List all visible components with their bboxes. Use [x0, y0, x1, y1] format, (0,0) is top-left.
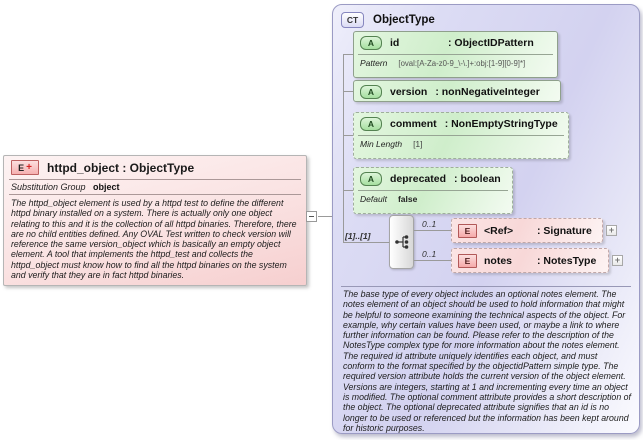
substitution-group-row: Substitution Group object	[4, 180, 306, 194]
element-badge-icon: E+	[11, 160, 39, 175]
connector-line	[343, 91, 353, 92]
expand-icon[interactable]: +	[612, 255, 623, 266]
ref-element-box[interactable]: E <Ref> : Signature	[451, 218, 603, 243]
facet-row: Default false	[354, 191, 512, 204]
attribute-type: : NonEmptyStringType	[444, 118, 558, 130]
child-occurrence: 0..1	[422, 249, 437, 259]
connector-line	[414, 230, 451, 231]
httpd-object-element-box[interactable]: E+ httpd_object : ObjectType Substitutio…	[3, 155, 307, 286]
child-element-type: : NotesType	[537, 254, 597, 267]
attribute-comment-box[interactable]: A comment : NonEmptyStringType Min Lengt…	[353, 112, 569, 159]
divider	[358, 135, 564, 136]
element-badge-icon: E	[458, 253, 477, 268]
plus-glyph: +	[614, 255, 621, 265]
collapse-icon[interactable]	[306, 211, 317, 222]
connector-line	[318, 216, 333, 217]
complex-type-badge-icon: CT	[341, 12, 364, 28]
attribute-badge-icon: A	[360, 36, 382, 50]
attribute-version-box[interactable]: A version : nonNegativeInteger	[353, 80, 561, 102]
complex-type-header: CT ObjectType	[341, 12, 435, 28]
facet-label: Pattern	[360, 58, 388, 68]
divider	[358, 190, 508, 191]
complex-type-documentation: The base type of every object includes a…	[343, 289, 631, 433]
attribute-name: version	[390, 86, 428, 98]
attribute-badge-icon: A	[360, 172, 382, 186]
substitution-group-value: object	[93, 182, 120, 192]
divider	[358, 54, 553, 55]
connector-line	[343, 54, 344, 243]
facet-value: false	[397, 194, 418, 204]
connector-line	[343, 242, 389, 243]
element-badge-icon: E	[458, 223, 477, 238]
attribute-id-box[interactable]: A id : ObjectIDPattern Pattern [oval:[A-…	[353, 31, 558, 78]
facet-value: [1]	[413, 139, 423, 149]
facet-label: Min Length	[360, 139, 403, 149]
complex-type-title: ObjectType	[373, 14, 435, 26]
substitution-plus-icon: +	[26, 162, 32, 173]
notes-element-box[interactable]: E notes : NotesType	[451, 248, 609, 273]
element-title: httpd_object : ObjectType	[47, 160, 195, 175]
attribute-name: deprecated	[390, 173, 447, 185]
divider	[9, 194, 301, 195]
attribute-row: A comment : NonEmptyStringType	[354, 113, 568, 135]
minus-icon	[309, 216, 314, 217]
attribute-deprecated-box[interactable]: A deprecated : boolean Default false	[353, 167, 513, 214]
connector-line	[343, 135, 353, 136]
divider	[341, 286, 631, 287]
facet-label: Default	[360, 194, 387, 204]
facet-value: [oval:[A-Za-z0-9_\-\.]+:obj:[1-9][0-9]*]	[398, 58, 526, 68]
child-element-name: notes	[484, 254, 513, 267]
divider	[9, 179, 301, 180]
attribute-type: : boolean	[454, 173, 501, 185]
element-documentation: The httpd_object element is used by a ht…	[11, 198, 297, 281]
attribute-name: comment	[390, 118, 437, 130]
connector-line	[343, 54, 353, 55]
sequence-icon	[394, 235, 408, 249]
substitution-group-label: Substitution Group	[11, 182, 86, 192]
attribute-badge-icon: A	[360, 85, 382, 99]
child-element-type: : Signature	[537, 224, 592, 237]
facet-row: Min Length [1]	[354, 136, 568, 149]
facet-row: Pattern [oval:[A-Za-z0-9_\-\.]+:obj:[1-9…	[354, 55, 557, 68]
attribute-badge-icon: A	[360, 117, 382, 131]
element-header: E+ httpd_object : ObjectType	[4, 156, 306, 179]
sequence-cardinality: [1]..[1]	[345, 231, 371, 241]
attribute-type: : nonNegativeInteger	[435, 86, 540, 98]
objecttype-complex-type-box[interactable]: CT ObjectType A id : ObjectIDPattern Pat…	[332, 4, 640, 434]
sequence-compositor-box[interactable]	[389, 215, 414, 269]
attribute-name: id	[390, 37, 400, 49]
element-badge-letter: E	[18, 162, 25, 173]
child-occurrence: 0..1	[422, 219, 437, 229]
child-element-name: <Ref>	[484, 224, 514, 237]
connector-line	[414, 260, 451, 261]
attribute-row: A version : nonNegativeInteger	[354, 81, 560, 103]
attribute-row: A id : ObjectIDPattern	[354, 32, 557, 54]
attribute-row: A deprecated : boolean	[354, 168, 512, 190]
plus-glyph: +	[608, 225, 615, 235]
connector-line	[343, 190, 353, 191]
attribute-type: : ObjectIDPattern	[448, 37, 534, 49]
expand-icon[interactable]: +	[606, 225, 617, 236]
